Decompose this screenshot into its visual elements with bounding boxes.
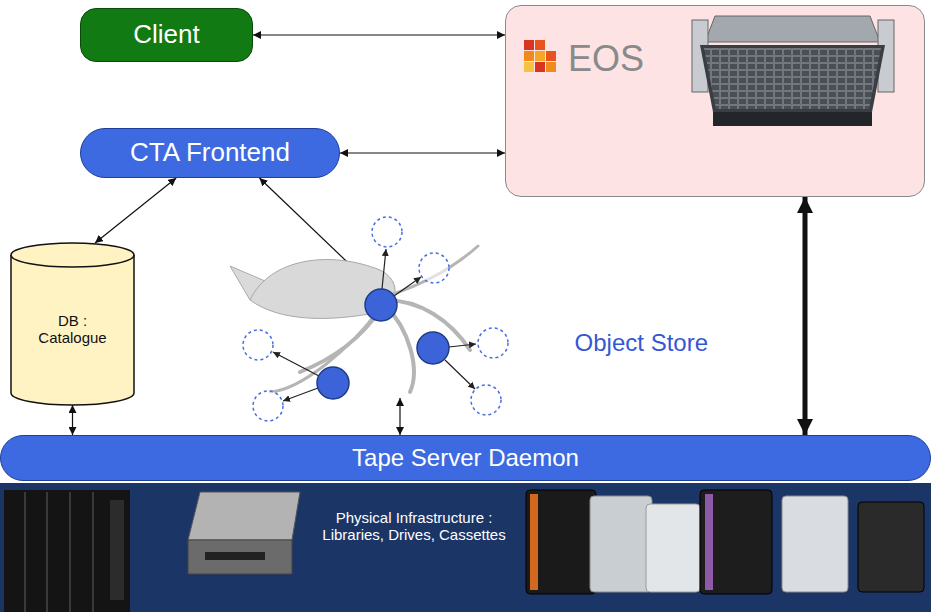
squid-tentacle (385, 305, 414, 392)
logo-cube (524, 40, 534, 50)
disk-server (692, 16, 894, 126)
cassette (526, 490, 596, 594)
node-label: Object Store (575, 329, 708, 357)
object-arrows (273, 249, 476, 401)
object-link (283, 388, 318, 401)
connector-arrow (803, 197, 808, 435)
client-box: Client (80, 8, 253, 62)
tape-library (4, 490, 130, 612)
connector-arrow (95, 178, 176, 243)
cabinet-seam (92, 492, 94, 612)
daemon-band: Tape Server Daemon (0, 435, 931, 481)
empty-object (372, 217, 402, 247)
library-panel (110, 500, 124, 600)
squid-tentacle (385, 300, 470, 350)
logo-cube (535, 40, 545, 50)
object-circles (243, 217, 508, 421)
node-label: DB : Catalogue (33, 312, 113, 347)
cassette-label (705, 494, 713, 590)
object-link (449, 344, 476, 347)
empty-object (253, 391, 283, 421)
logo-cube (546, 62, 556, 72)
cassette (700, 490, 772, 594)
stored-object (317, 367, 349, 399)
stored-object (417, 332, 449, 364)
node-label: Client (133, 20, 199, 50)
cabinet-seam (46, 492, 48, 612)
stored-object (365, 289, 397, 321)
squid-tentacle (270, 308, 380, 392)
object-link (445, 360, 475, 389)
connector-arrow (259, 178, 374, 288)
cassette (858, 502, 924, 592)
storage-system-box: EOS (505, 5, 925, 197)
logo-cube (524, 62, 534, 72)
server-lid (705, 16, 880, 42)
squid-mantle (250, 260, 395, 319)
library-cabinet (4, 490, 130, 612)
object-link (382, 249, 386, 289)
cylinder-body (11, 243, 134, 405)
node-label: Tape Server Daemon (352, 444, 579, 472)
cylinder-rim (11, 255, 134, 267)
logo-cube (535, 51, 545, 61)
server-body (700, 45, 885, 112)
logo-cube (535, 62, 545, 72)
cassette-label (530, 494, 538, 590)
object-link (394, 277, 421, 296)
infrastructure-band: Physical Infrastructure : Libraries, Dri… (0, 483, 931, 612)
server-front (713, 112, 872, 126)
drive-bays (704, 48, 881, 109)
server-handle (878, 20, 894, 92)
logo-cube (524, 51, 534, 61)
connector-arrow (72, 405, 73, 435)
cassette (782, 496, 848, 592)
object-store-region: Object Store (240, 288, 720, 398)
node-label: Physical Infrastructure : Libraries, Dri… (308, 509, 520, 544)
cassette (590, 496, 652, 592)
server-handle (692, 20, 708, 92)
drive-top (188, 492, 300, 540)
cassette (646, 504, 700, 592)
drive-front (188, 540, 292, 574)
database-cylinder: DB : Catalogue (10, 243, 135, 405)
empty-object (419, 253, 449, 283)
connector-arrow (399, 398, 400, 435)
empty-object (243, 330, 273, 360)
empty-object (478, 328, 508, 358)
object-link (273, 352, 319, 376)
squid-fin (230, 266, 272, 300)
squid-illustration (230, 246, 478, 392)
squid-tentacle (390, 246, 478, 295)
cabinet-seam (24, 492, 26, 612)
node-label: EOS (568, 38, 644, 79)
empty-object (471, 385, 501, 415)
eos-logo (524, 40, 556, 72)
cabinet-seam (69, 492, 71, 612)
connector-arrow (253, 34, 505, 35)
squid-tentacle (300, 310, 380, 372)
node-label: CTA Frontend (130, 138, 290, 168)
tape-drive (188, 492, 300, 574)
frontend-box: CTA Frontend (80, 128, 340, 178)
connector-arrow (340, 152, 505, 153)
tape-cassettes (526, 490, 924, 594)
logo-cube (546, 51, 556, 61)
drive-slot (205, 552, 265, 560)
